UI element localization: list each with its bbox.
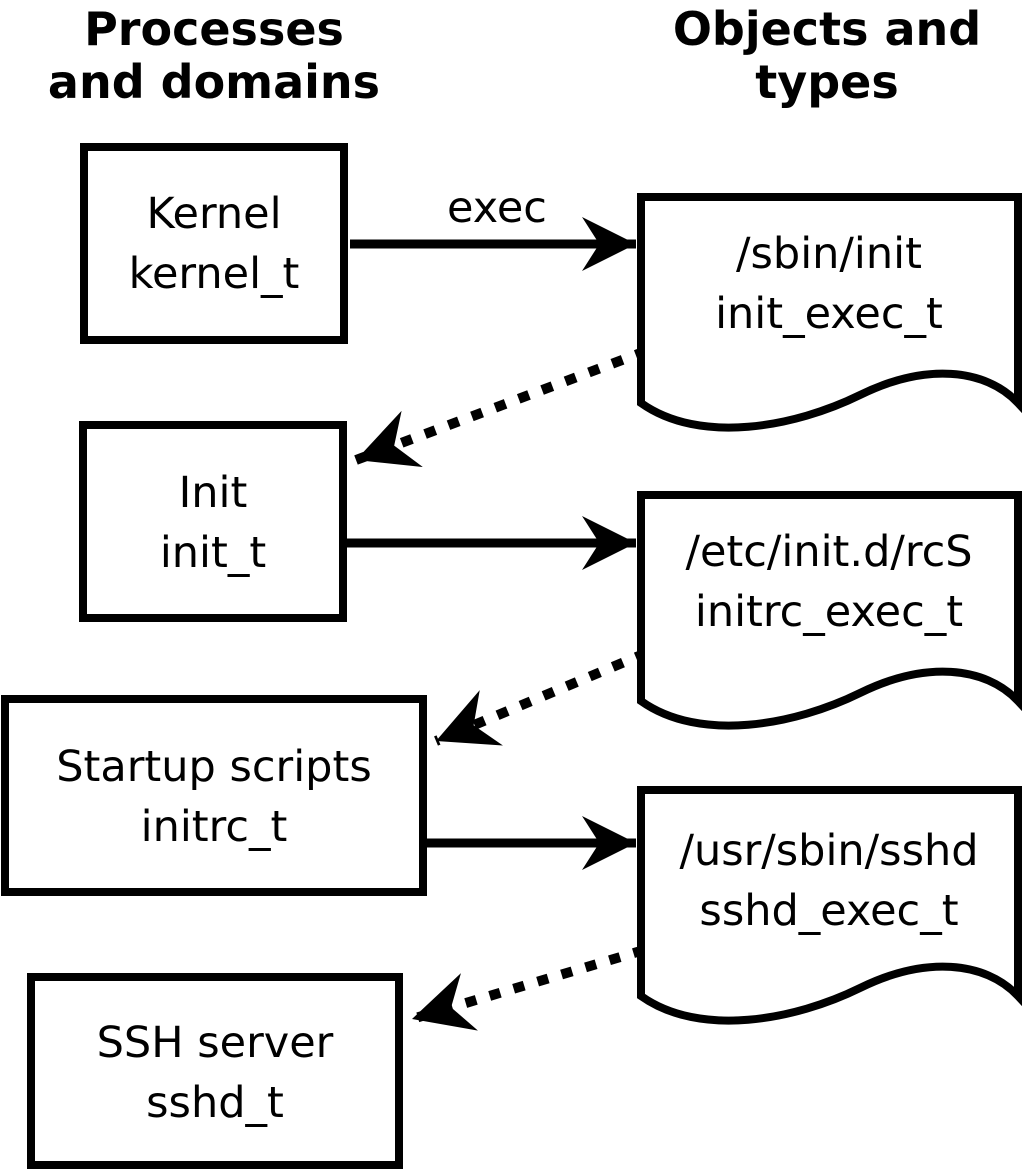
process-box-init bbox=[79, 421, 347, 622]
object-path-etc-initd-rcs: /etc/init.d/rcS bbox=[685, 527, 972, 577]
object-type-sbin-init: init_exec_t bbox=[715, 289, 943, 339]
process-name-init: Init bbox=[179, 468, 248, 518]
process-domain-init: init_t bbox=[160, 528, 266, 578]
process-box-ssh-server bbox=[27, 973, 403, 1169]
object-type-usr-sbin-sshd: sshd_exec_t bbox=[699, 886, 958, 936]
transition-arrow-sshd-exec-to-sshd-t bbox=[410, 945, 646, 1031]
column-header-processes-line1: Processes bbox=[84, 2, 344, 56]
column-header-objects-line2: types bbox=[755, 55, 898, 109]
column-header-objects-line1: Objects and bbox=[673, 2, 981, 56]
process-name-startup-scripts: Startup scripts bbox=[56, 742, 372, 792]
object-doc-usr-sbin-sshd bbox=[637, 786, 1022, 1025]
process-name-ssh-server: SSH server bbox=[97, 1018, 334, 1068]
object-path-sbin-init: /sbin/init bbox=[736, 229, 922, 279]
edge-label-exec: exec bbox=[447, 183, 547, 233]
transition-arrow-init-exec-to-init-t bbox=[354, 346, 648, 467]
process-domain-ssh-server: sshd_t bbox=[146, 1078, 284, 1128]
column-header-processes-line2: and domains bbox=[48, 55, 380, 109]
object-doc-sbin-init bbox=[637, 193, 1022, 432]
object-path-usr-sbin-sshd: /usr/sbin/sshd bbox=[679, 826, 978, 876]
object-type-etc-initd-rcs: initrc_exec_t bbox=[695, 587, 963, 637]
process-domain-startup-scripts: initrc_t bbox=[141, 802, 288, 852]
process-box-startup-scripts bbox=[1, 695, 427, 896]
transition-arrow-initrc-exec-to-initrc-t bbox=[434, 648, 648, 746]
process-name-kernel: Kernel bbox=[146, 189, 281, 239]
process-box-kernel bbox=[80, 143, 348, 344]
process-domain-kernel: kernel_t bbox=[129, 249, 300, 299]
object-doc-etc-initd-rcs bbox=[637, 491, 1022, 730]
